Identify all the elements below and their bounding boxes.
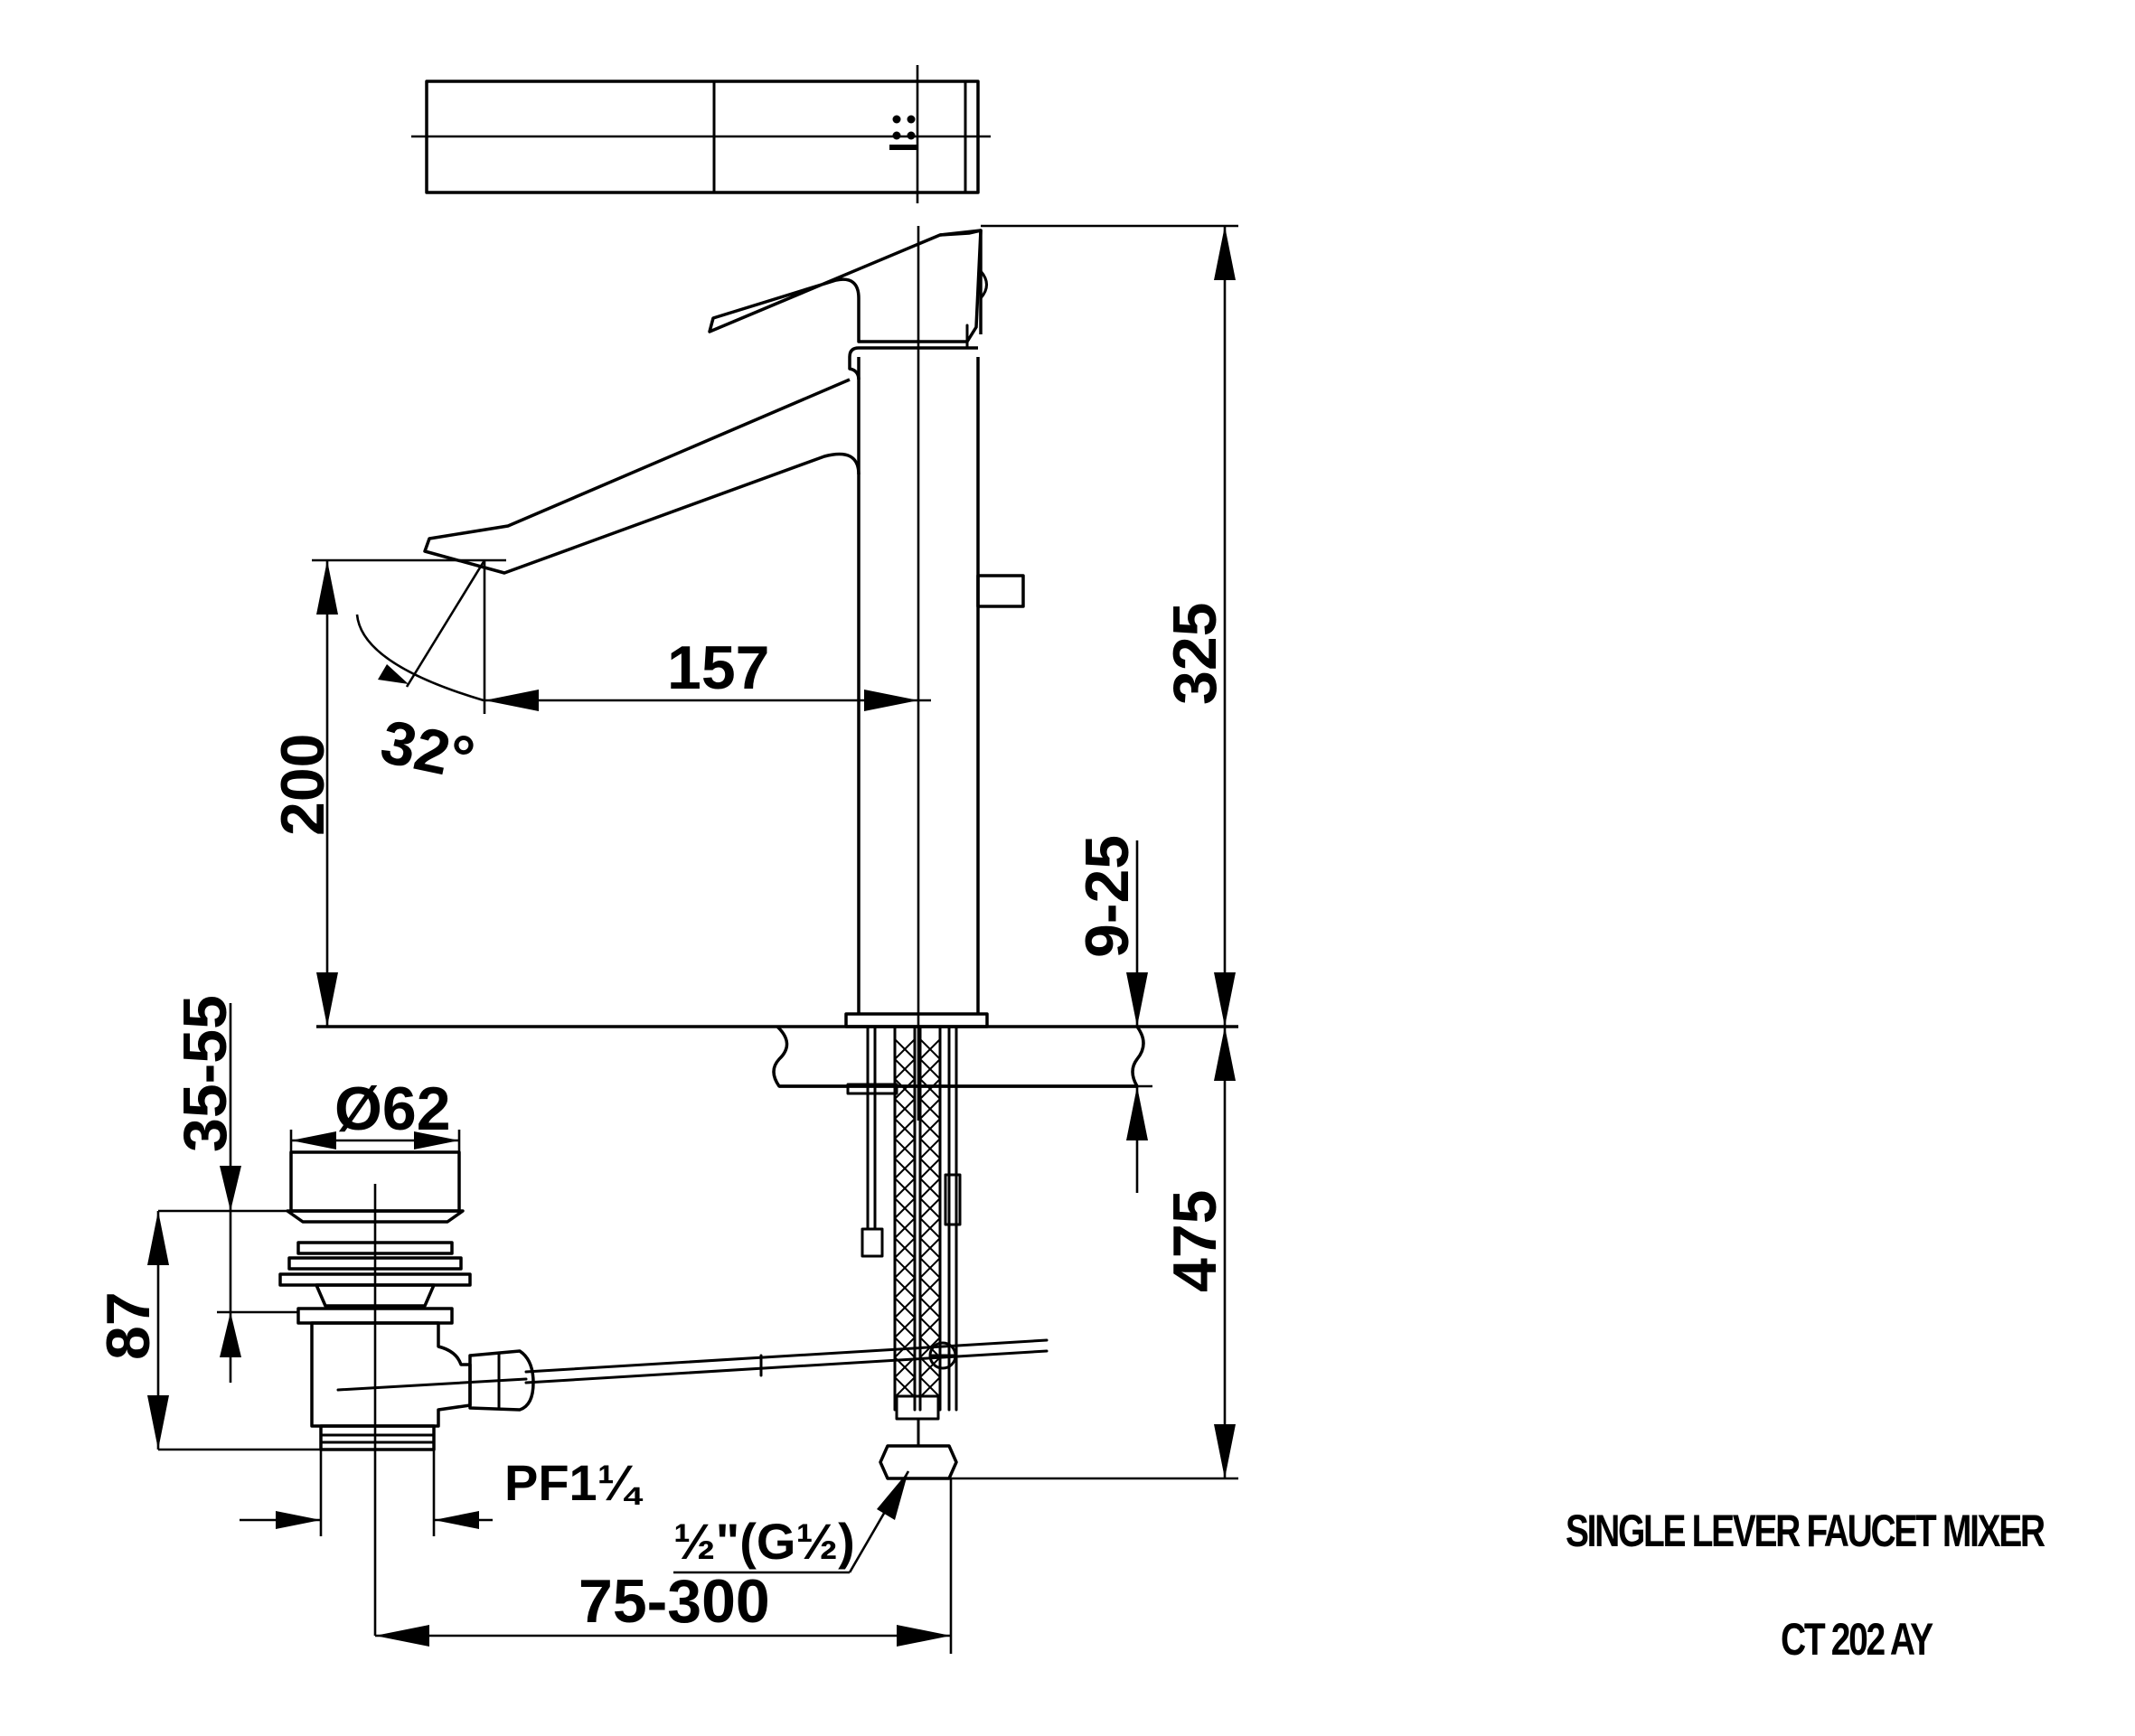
- dim-total-height: 325: [981, 224, 1238, 1027]
- label-d62: Ø62: [334, 1074, 451, 1143]
- drawing-title: SINGLE LEVER FAUCET MIXER: [1566, 1506, 2046, 1556]
- dim-spout-reach: 157: [483, 560, 931, 714]
- lift-rod: [336, 1338, 1049, 1392]
- model-number: CT 202 AY: [1781, 1614, 1933, 1665]
- label-half-inch: ½"(G½): [673, 1513, 855, 1570]
- top-view: [411, 65, 991, 203]
- label-87: 87: [94, 1291, 163, 1360]
- faucet-body: [423, 226, 1025, 1121]
- label-325: 325: [1161, 603, 1229, 705]
- pop-up-waste: [278, 1150, 535, 1636]
- dim-waste-height: 87: [94, 1211, 321, 1451]
- label-32deg: 32°: [375, 707, 480, 793]
- dim-counter-thickness: 9-25: [1073, 835, 1152, 1193]
- dim-hose-thread: ½"(G½): [673, 1470, 910, 1574]
- dim-spout-angle: 32°: [355, 559, 486, 793]
- label-475: 475: [1161, 1190, 1229, 1292]
- label-pf114: PF1¼: [504, 1454, 644, 1511]
- dim-spout-height: 200: [268, 558, 506, 1027]
- label-200: 200: [268, 734, 337, 836]
- counter-top: [316, 1025, 1238, 1088]
- label-9-25: 9-25: [1073, 835, 1142, 958]
- dim-lift-rod-distance: 75-300: [375, 1478, 953, 1654]
- label-157: 157: [667, 633, 769, 702]
- dim-waste-thread: PF1¼: [240, 1450, 644, 1536]
- dim-waste-flange: 35-55: [158, 995, 298, 1383]
- supply-hoses: [846, 1025, 962, 1480]
- label-75-300: 75-300: [578, 1567, 770, 1636]
- label-35-55: 35-55: [171, 995, 240, 1152]
- dim-below-counter: 475: [949, 1027, 1238, 1480]
- dim-waste-diameter: Ø62: [289, 1074, 461, 1152]
